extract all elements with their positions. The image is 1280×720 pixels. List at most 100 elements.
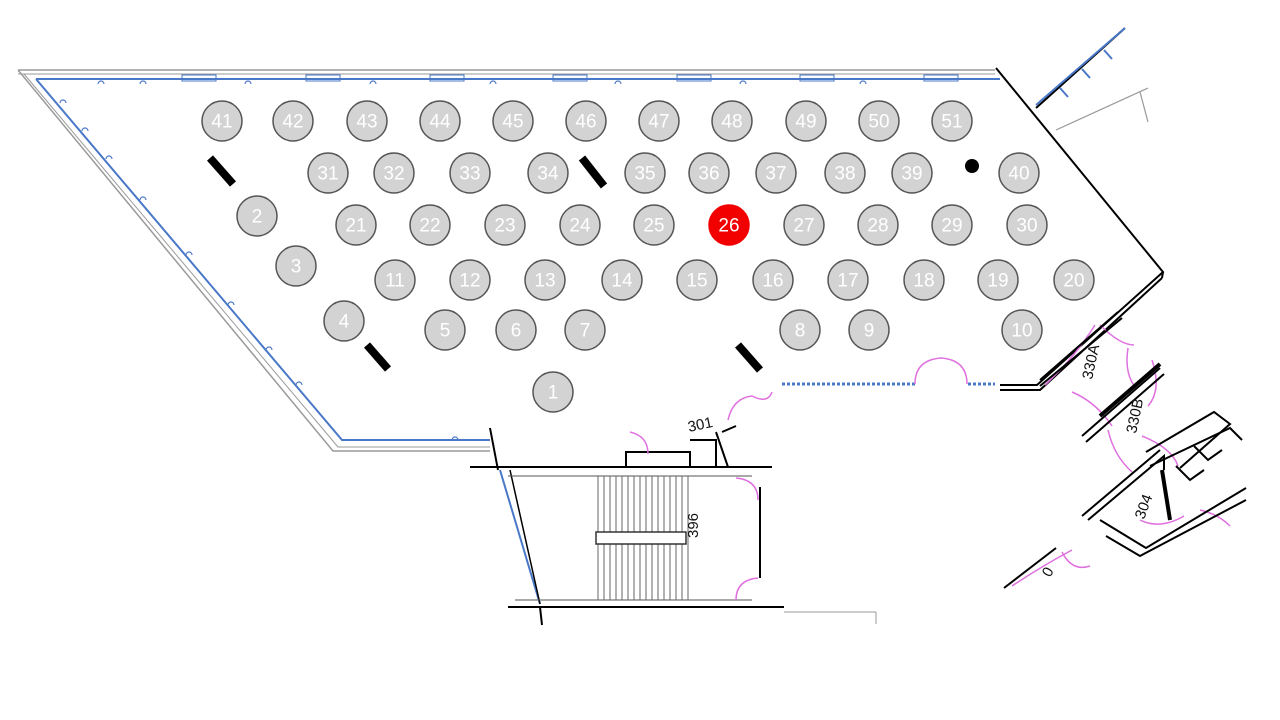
seat-circle: [1001, 309, 1043, 351]
seat-number: 8: [795, 321, 806, 342]
seat-49[interactable]: 49: [785, 100, 827, 142]
seat-circle: [708, 204, 750, 246]
seat-number: 2: [252, 207, 263, 228]
seat-28[interactable]: 28: [857, 204, 899, 246]
seat-circle: [824, 152, 866, 194]
seat-circle: [752, 259, 794, 301]
seat-9[interactable]: 9: [848, 309, 890, 351]
room-label-330a: 330A: [1079, 343, 1103, 381]
seat-number: 33: [459, 164, 480, 185]
seat-number: 11: [385, 271, 405, 292]
seat-18[interactable]: 18: [903, 259, 945, 301]
seat-30[interactable]: 30: [1006, 204, 1048, 246]
seat-circle: [903, 259, 945, 301]
seat-circle: [492, 100, 534, 142]
seat-number: 18: [913, 271, 934, 292]
seat-number: 45: [502, 112, 523, 133]
seat-number: 39: [901, 164, 922, 185]
seat-number: 25: [643, 216, 664, 237]
seat-20[interactable]: 20: [1053, 259, 1095, 301]
window-line: [35, 74, 1000, 441]
seat-13[interactable]: 13: [524, 259, 566, 301]
seat-15[interactable]: 15: [676, 259, 718, 301]
seat-23[interactable]: 23: [484, 204, 526, 246]
seat-circle: [564, 309, 606, 351]
seat-7[interactable]: 7: [564, 309, 606, 351]
seat-circle: [374, 259, 416, 301]
seat-21[interactable]: 21: [335, 204, 377, 246]
room-label-301: 301: [686, 414, 714, 436]
seat-35[interactable]: 35: [624, 152, 666, 194]
seat-circle: [931, 204, 973, 246]
seat-11[interactable]: 11: [374, 259, 416, 301]
seat-3[interactable]: 3: [275, 245, 317, 287]
seat-39[interactable]: 39: [891, 152, 933, 194]
seat-22[interactable]: 22: [409, 204, 451, 246]
seat-number: 10: [1011, 321, 1032, 342]
seat-circle: [495, 309, 537, 351]
seat-27[interactable]: 27: [783, 204, 825, 246]
seat-circle: [848, 309, 890, 351]
seat-circle: [484, 204, 526, 246]
room-label-304: 304: [1132, 492, 1157, 521]
seat-5[interactable]: 5: [424, 309, 466, 351]
seat-10[interactable]: 10: [1001, 309, 1043, 351]
seat-29[interactable]: 29: [931, 204, 973, 246]
seat-2[interactable]: 2: [236, 195, 278, 237]
seat-4[interactable]: 4: [323, 300, 365, 342]
seat-number: 7: [580, 321, 591, 342]
seat-circle: [633, 204, 675, 246]
seat-number: 37: [765, 164, 786, 185]
seat-51[interactable]: 51: [931, 100, 973, 142]
seat-circle: [827, 259, 869, 301]
seat-circle: [524, 259, 566, 301]
seat-16[interactable]: 16: [752, 259, 794, 301]
seat-number: 30: [1016, 216, 1037, 237]
seat-32[interactable]: 32: [373, 152, 415, 194]
seat-number: 14: [611, 271, 633, 292]
seat-41[interactable]: 41: [201, 100, 243, 142]
seat-38[interactable]: 38: [824, 152, 866, 194]
seat-number: 48: [721, 112, 742, 133]
seat-number: 16: [762, 271, 783, 292]
seat-6[interactable]: 6: [495, 309, 537, 351]
seat-number: 5: [440, 321, 451, 342]
seat-number: 20: [1063, 271, 1084, 292]
room-label-0: 0: [1039, 564, 1058, 580]
seat-43[interactable]: 43: [346, 100, 388, 142]
seat-26[interactable]: 26: [708, 204, 750, 246]
seat-circle: [779, 309, 821, 351]
seat-48[interactable]: 48: [711, 100, 753, 142]
seat-47[interactable]: 47: [638, 100, 680, 142]
seat-8[interactable]: 8: [779, 309, 821, 351]
seat-number: 9: [864, 321, 875, 342]
seat-number: 38: [834, 164, 855, 185]
seat-25[interactable]: 25: [633, 204, 675, 246]
seat-14[interactable]: 14: [601, 259, 643, 301]
seat-circle: [998, 152, 1040, 194]
seat-circle: [532, 371, 574, 413]
seat-circle: [424, 309, 466, 351]
seat-19[interactable]: 19: [977, 259, 1019, 301]
seat-number: 17: [837, 271, 858, 292]
upper-right-walls: [1035, 27, 1149, 131]
seat-34[interactable]: 34: [527, 152, 569, 194]
seat-50[interactable]: 50: [858, 100, 900, 142]
seat-36[interactable]: 36: [688, 152, 730, 194]
seat-40[interactable]: 40: [998, 152, 1040, 194]
seat-46[interactable]: 46: [565, 100, 607, 142]
seat-45[interactable]: 45: [492, 100, 534, 142]
seat-circle: [977, 259, 1019, 301]
seat-number: 47: [648, 112, 669, 133]
seat-17[interactable]: 17: [827, 259, 869, 301]
seat-circle: [272, 100, 314, 142]
seat-31[interactable]: 31: [307, 152, 349, 194]
seat-12[interactable]: 12: [449, 259, 491, 301]
seat-24[interactable]: 24: [559, 204, 601, 246]
seat-33[interactable]: 33: [449, 152, 491, 194]
seat-42[interactable]: 42: [272, 100, 314, 142]
seat-1[interactable]: 1: [532, 371, 574, 413]
seat-circle: [236, 195, 278, 237]
seat-37[interactable]: 37: [755, 152, 797, 194]
seat-44[interactable]: 44: [419, 100, 461, 142]
